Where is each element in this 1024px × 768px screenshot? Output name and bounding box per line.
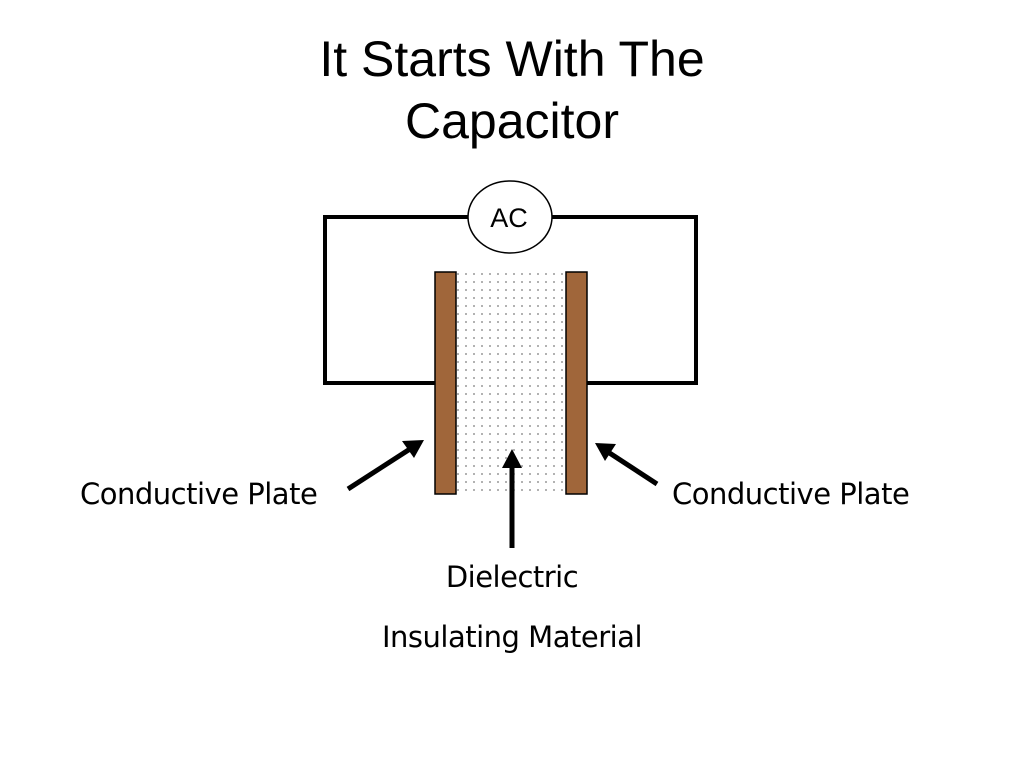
left-plate-label: Conductive Plate <box>80 477 318 511</box>
left-plate-arrow-shaft <box>346 446 412 492</box>
right-conductive-plate <box>565 271 588 495</box>
circuit-wire-left <box>323 215 468 385</box>
ac-source <box>467 180 553 254</box>
left-plate-arrowhead <box>402 440 424 458</box>
title-line-1: It Starts With The <box>319 31 705 87</box>
dielectric-label: Dielectric <box>445 560 579 594</box>
title-line-2: Capacitor <box>405 93 619 149</box>
dielectric-arrowhead <box>502 449 522 468</box>
right-plate-arrow-shaft <box>606 449 659 487</box>
insulating-material-label: Insulating Material <box>382 620 643 654</box>
slide-title: It Starts With The Capacitor <box>0 28 1024 152</box>
circuit-wire-right <box>552 215 698 385</box>
right-plate-label: Conductive Plate <box>672 477 910 511</box>
left-conductive-plate <box>434 271 457 495</box>
right-plate-arrowhead <box>595 443 616 461</box>
ac-source-label: AC <box>490 203 528 233</box>
